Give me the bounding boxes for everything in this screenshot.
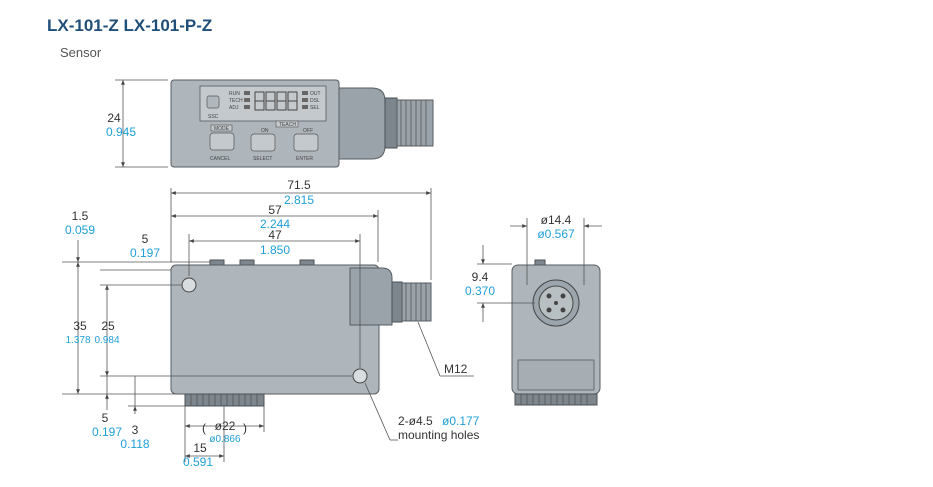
connector-pin-5 [554, 301, 558, 305]
label-off: OFF [303, 128, 313, 134]
label-out: OUT [310, 91, 321, 97]
dim-offset-1-5-mm: 1.5 [72, 209, 89, 223]
dim-width-15-in: 0.591 [183, 455, 213, 469]
dim-bottom-3-in: 0.118 [120, 437, 149, 451]
side-view-base [514, 393, 598, 406]
on-select-button [250, 133, 276, 152]
dim-height-24-mm: 24 [107, 111, 121, 125]
led-sel [302, 105, 308, 109]
off-enter-button [293, 133, 319, 152]
label-teach: TECH [229, 98, 243, 104]
label-on: ON [261, 128, 269, 134]
label-select: SELECT [253, 156, 272, 162]
dim-height-9-4-mm: 9.4 [472, 270, 489, 284]
label-m12: M12 [444, 362, 468, 376]
dim-width-71-5-in: 2.815 [284, 193, 314, 207]
front-view-connector-neck [349, 267, 393, 326]
label-dsl: DSL [310, 98, 320, 104]
top-view-cable-neck [338, 87, 386, 160]
label-mode: MODE [214, 126, 230, 132]
top-view-connector-thread [396, 99, 434, 147]
connector-pin-2 [560, 293, 566, 299]
paren-close: ) [243, 421, 247, 435]
dim-width-15-mm: 15 [193, 441, 207, 455]
label-adj: ADJ [229, 105, 239, 111]
dim-dia-14-4-mm: ø14.4 [541, 213, 572, 227]
led-out [302, 91, 308, 95]
label-holes-in: ø0.177 [442, 414, 480, 428]
front-view-body [170, 264, 380, 395]
dim-height-35-mm: 35 [73, 319, 87, 333]
dim-span-47-in: 1.850 [260, 243, 290, 257]
dim-offset-1-5-in: 0.059 [65, 223, 95, 237]
connector-pin-4 [560, 307, 566, 313]
dim-span-57-in: 2.244 [260, 217, 290, 231]
led-adj [244, 105, 250, 109]
front-view-connector-base [391, 281, 403, 323]
side-view-lower-panel [517, 359, 595, 391]
page-title: LX-101-Z LX-101-P-Z [47, 16, 213, 35]
label-run: RUN [229, 91, 240, 97]
paren-open: ( [202, 421, 206, 435]
led-teach [244, 98, 250, 102]
label-teach-btn: TEACH [279, 122, 296, 128]
dim-height-25-mm: 25 [101, 319, 115, 333]
dim-bottom-5-mm: 5 [102, 411, 109, 425]
dim-dia-22-mm: ø22 [215, 419, 236, 433]
dim-height-24-in: 0.945 [106, 125, 136, 139]
front-view: 71.5 2.815 57 2.244 47 1.850 1.5 0.059 5… [62, 178, 480, 469]
top-view-connector-base [384, 97, 398, 149]
connector-pin-1 [546, 293, 552, 299]
dim-span-57-mm: 57 [268, 203, 282, 217]
dim-height-9-4-in: 0.370 [465, 284, 495, 298]
mounting-hole-top-left [181, 277, 197, 293]
label-holes-mm: 2-ø4.5 [398, 414, 433, 428]
dim-offset-5-mm: 5 [142, 232, 149, 246]
page-subtitle: Sensor [60, 45, 102, 60]
label-cancel: CANCEL [210, 156, 231, 162]
label-sel: SEL [310, 105, 320, 111]
label-ssc: SSC [208, 114, 219, 120]
seven-segment-display [254, 91, 298, 111]
front-view-base [184, 393, 265, 407]
label-enter: ENTER [296, 156, 313, 162]
dim-span-47-mm: 47 [268, 228, 282, 242]
connector-pin-3 [546, 307, 552, 313]
dim-dia-14-4-in: ø0.567 [537, 227, 575, 241]
mode-cancel-button [209, 132, 235, 151]
teach-label-box [275, 120, 299, 128]
side-view: ø14.4 ø0.567 9.4 0.370 [465, 213, 602, 406]
dim-width-71-5-mm: 71.5 [287, 178, 311, 192]
led-run [244, 91, 250, 95]
mode-label-box [210, 124, 233, 132]
dim-height-35-in: 1.378 [65, 335, 90, 346]
dim-height-25-in: 0.984 [94, 335, 119, 346]
top-view: SSC RUN TECH ADJ OUT DSL SEL MODE CANCEL… [106, 79, 434, 168]
dim-dia-22-in: ø0.866 [209, 434, 241, 445]
led-dsl [302, 98, 308, 102]
indicator-lamp [206, 95, 220, 109]
label-mounting-holes: mounting holes [398, 428, 479, 442]
dim-offset-5-in: 0.197 [130, 246, 160, 260]
dim-bottom-5-in: 0.197 [92, 425, 122, 439]
dim-bottom-3-mm: 3 [132, 423, 139, 437]
mounting-hole-bottom-right [352, 368, 368, 384]
